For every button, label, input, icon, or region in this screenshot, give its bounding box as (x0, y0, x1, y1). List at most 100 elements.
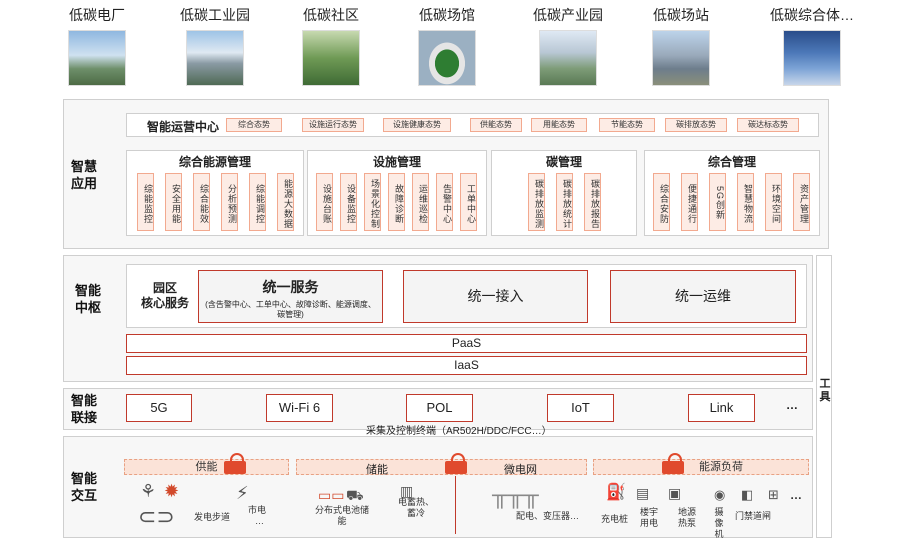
ops-item: 用能态势 (531, 118, 587, 132)
group-item: 告警中心 (436, 173, 453, 231)
unified-service-box: 统一服务 (含告警中心、工单中心、故障诊断、能源调度、碳管理) (198, 270, 383, 323)
building-power-icon: ▤ (636, 485, 650, 501)
heat-pump-icon: ▣ (668, 485, 682, 501)
group-item: 综能调控 (249, 173, 266, 231)
group-item: 设备监控 (340, 173, 357, 231)
router-icon (662, 453, 684, 474)
group-general: 综合管理 综合安防 便捷通行 5G创新 智慧物流 环境空间 资产管理 (644, 150, 820, 236)
layer-label-interaction: 智能 交互 (70, 471, 97, 503)
group-item: 5G创新 (709, 173, 726, 231)
group-item: 故障诊断 (388, 173, 405, 231)
terminal-note: 采集及控制终端（AR502H/DDC/FCC…） (366, 426, 552, 437)
scenario-title: 低碳场馆 (419, 7, 475, 23)
load-device-label: 门禁道闸 (735, 511, 772, 521)
load-device-label: 充电桩 (601, 514, 629, 524)
group-item: 安全用能 (165, 173, 182, 231)
core-services-label: 园区 核心服务 (140, 281, 189, 310)
group-item: 场景化控制 (364, 173, 381, 231)
layer-label-application: 智慧 应用 (70, 159, 97, 191)
group-item: 环境空间 (765, 173, 782, 231)
scenario-station: 低碳场站 (626, 4, 736, 86)
category-load: 能源负荷 (593, 459, 809, 475)
car-icon: ⛟ (346, 487, 364, 503)
group-item: 能源大数据 (277, 173, 294, 231)
smart-interaction-layer (63, 436, 813, 538)
scenario-title: 低碳工业园 (180, 7, 250, 23)
gate-icon: ⊞ (768, 487, 779, 502)
group-item: 综合安防 (653, 173, 670, 231)
category-label: 能源负荷 (699, 461, 743, 473)
community-image (302, 30, 360, 86)
industry-park-image (539, 30, 597, 86)
group-item: 资产管理 (793, 173, 810, 231)
category-storage-label: 储能 (366, 464, 388, 476)
load-device-label: … (790, 488, 802, 502)
supply-device-label: 发电步道 (194, 512, 231, 522)
group-title: 设施管理 (372, 155, 421, 169)
industrial-park-image (186, 30, 244, 86)
group-item: 碳排放报告 (584, 173, 601, 231)
unified-service-title: 统一服务 (262, 279, 319, 295)
paas-bar: PaaS (126, 334, 807, 353)
group-item: 碳排放统计 (556, 173, 573, 231)
category-supply: 供能 (124, 459, 289, 475)
ops-center-title: 智能运营中心 (147, 120, 220, 134)
group-item: 设施台账 (316, 173, 333, 231)
protocol-iot: IoT (547, 394, 614, 422)
microgrid-device-label: 配电、变压器… (516, 511, 580, 521)
storage-device-label: 电蓄热、蓄冷 (398, 497, 435, 518)
group-item: 综合能效 (193, 173, 210, 231)
ops-item: 综合态势 (226, 118, 282, 132)
scenario-complex: 低碳综合体… (748, 4, 876, 86)
scenario-title: 低碳产业园 (533, 7, 603, 23)
ops-item: 设施健康态势 (383, 118, 451, 132)
scenario-power-plant: 低碳电厂 (42, 4, 152, 86)
heater-icon: ▥ (400, 483, 414, 499)
storage-device-label: 分布式电池储能 (314, 505, 369, 526)
protocol-pol: POL (406, 394, 473, 422)
walkway-icon: ⊂⊃ (138, 504, 175, 529)
protocol-wifi6: Wi-Fi 6 (266, 394, 333, 422)
group-item: 工单中心 (460, 173, 477, 231)
unified-service-note: (含告警中心、工单中心、故障诊断、能源调度、碳管理) (205, 300, 376, 319)
load-device-label: 地源热泵 (677, 507, 696, 528)
ops-item: 设施运行态势 (302, 118, 364, 132)
wind-turbine-icon: ⚘ (140, 481, 157, 501)
tools-label: 工 具 (819, 378, 831, 403)
protocol-5g: 5G (126, 394, 192, 422)
ops-item: 节能态势 (599, 118, 655, 132)
group-item: 便捷通行 (681, 173, 698, 231)
supply-device-label: 市电 (248, 505, 267, 515)
scenario-title: 低碳场站 (653, 7, 709, 23)
group-item: 智慧物流 (737, 173, 754, 231)
unified-access-box: 统一接入 (403, 270, 588, 323)
group-item: 综能监控 (137, 173, 154, 231)
category-label: 供能 (195, 461, 218, 473)
group-title: 碳管理 (545, 155, 582, 169)
door-icon: ◧ (741, 487, 754, 502)
scenario-community: 低碳社区 (276, 4, 386, 86)
scenario-title: 低碳综合体… (770, 7, 854, 23)
scenario-industry-park: 低碳产业园 (513, 4, 623, 86)
tools-column (816, 255, 832, 538)
unified-ops-box: 统一运维 (610, 270, 796, 323)
category-microgrid-label: 微电网 (504, 464, 537, 476)
group-carbon: 碳管理 碳排放监测 碳排放统计 碳排放报告 (491, 150, 637, 236)
category-storage-microgrid (296, 459, 587, 475)
group-integrated-energy: 综合能源管理 综能监控 安全用能 综合能效 分析预测 综能调控 能源大数据 (126, 150, 304, 236)
group-facility: 设施管理 设施台账 设备监控 场景化控制 故障诊断 运维巡检 告警中心 工单中心 (307, 150, 487, 236)
scenario-stadium: 低碳场馆 (392, 4, 502, 86)
battery-icon: ▭▭ (318, 487, 345, 503)
stadium-image (418, 30, 476, 86)
power-plant-image (68, 30, 126, 86)
scenario-title: 低碳社区 (303, 7, 359, 23)
layer-label-hub: 智能 中枢 (74, 283, 101, 315)
group-item: 碳排放监测 (528, 173, 545, 231)
load-device-label: 楼宇用电 (639, 507, 658, 528)
complex-image (783, 30, 841, 86)
charging-pile-icon: ⛽ (606, 484, 626, 501)
ops-item: 供能态势 (470, 118, 522, 132)
load-device-label: 摄像机 (714, 507, 724, 539)
power-tower-icon: ⚡ (236, 483, 249, 503)
group-item: 运维巡检 (412, 173, 429, 231)
